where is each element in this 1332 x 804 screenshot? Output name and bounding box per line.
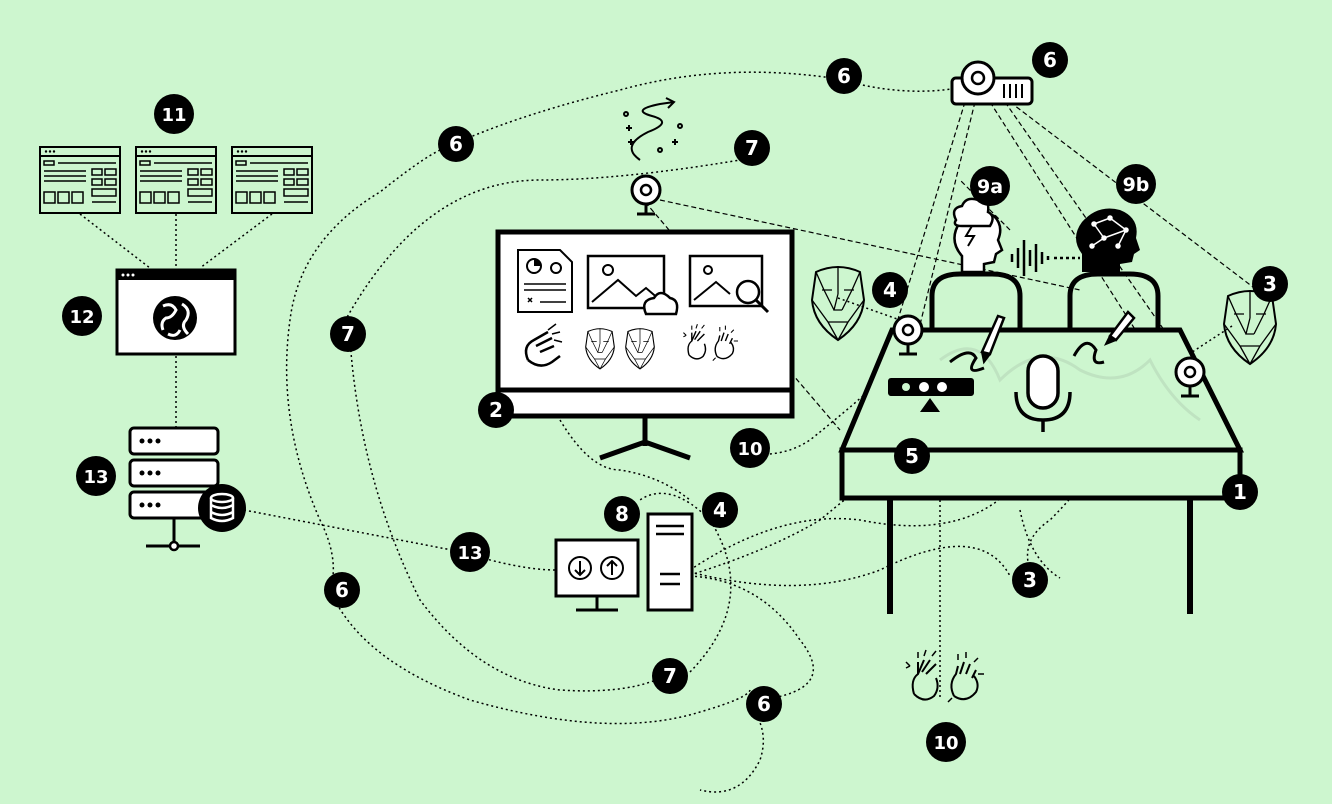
pen-icon <box>980 314 1006 365</box>
badge-4-label: 4 <box>883 278 897 302</box>
badge-6-left: 6 <box>324 572 360 608</box>
badge-11: 11 <box>154 94 194 134</box>
badge-8: 8 <box>604 496 640 532</box>
depth-sensor-icon <box>888 378 974 412</box>
badge-12: 12 <box>62 296 102 336</box>
image-search-icon <box>688 254 770 314</box>
sign-language-icon <box>524 323 563 367</box>
badge-3-label: 3 <box>1023 568 1037 592</box>
browser-globe-icon <box>115 268 237 356</box>
badge-6-projector: 6 <box>1032 42 1068 78</box>
badge-2-label: 2 <box>489 398 503 422</box>
badge-6-label: 6 <box>335 578 349 602</box>
badge-11-label: 11 <box>161 105 186 126</box>
trajectory-icon <box>623 97 683 161</box>
badge-10-mid: 10 <box>730 428 770 468</box>
badge-7-top: 7 <box>734 130 770 166</box>
badge-6-top-mid: 6 <box>826 58 862 94</box>
badge-13-server: 13 <box>76 456 116 496</box>
badge-3-label: 3 <box>1263 272 1277 296</box>
badge-6-label: 6 <box>1043 48 1057 72</box>
badge-1: 1 <box>1222 474 1258 510</box>
computer-download-upload-icon <box>554 538 640 612</box>
badge-7-left: 7 <box>330 316 366 352</box>
badge-3-right: 3 <box>1252 266 1288 302</box>
badge-5-label: 5 <box>905 444 919 468</box>
badge-13-label: 13 <box>83 467 108 488</box>
badge-7-bottom: 7 <box>652 658 688 694</box>
badge-3-bottom: 3 <box>1012 562 1048 598</box>
badge-6-label: 6 <box>837 64 851 88</box>
monitor-icon <box>495 229 795 461</box>
badge-10-label: 10 <box>933 733 958 754</box>
badge-4-label: 4 <box>713 498 727 522</box>
head-brain-icon <box>1076 208 1140 272</box>
server-database-icon <box>128 426 246 552</box>
badge-8-label: 8 <box>615 502 629 526</box>
document-chart-icon <box>517 249 573 313</box>
badge-9b: 9b <box>1116 164 1156 204</box>
badge-9a: 9a <box>970 166 1010 206</box>
image-cloud-icon <box>586 254 679 316</box>
badge-10-bottom: 10 <box>926 722 966 762</box>
badge-13-label: 13 <box>457 543 482 564</box>
badge-4-pc: 4 <box>702 492 738 528</box>
badge-9b-label: 9b <box>1123 174 1150 196</box>
pc-tower-icon <box>646 512 694 612</box>
badge-6-bottom: 6 <box>746 686 782 722</box>
microphone-icon <box>1014 354 1072 432</box>
badge-13-link: 13 <box>450 532 490 572</box>
badge-6-label: 6 <box>757 692 771 716</box>
badge-5: 5 <box>894 438 930 474</box>
badge-2: 2 <box>478 392 514 428</box>
badge-10-label: 10 <box>737 439 762 460</box>
badge-7-label: 7 <box>745 136 759 160</box>
badge-7-label: 7 <box>663 664 677 688</box>
sound-wave <box>1010 240 1080 276</box>
badge-9a-label: 9a <box>977 176 1003 198</box>
badge-7-label: 7 <box>341 322 355 346</box>
chair-backs <box>929 271 1161 330</box>
projector-icon <box>950 60 1034 106</box>
badge-4-table: 4 <box>872 272 908 308</box>
badge-12-label: 12 <box>69 307 94 328</box>
pen-icon <box>1103 310 1136 346</box>
badge-6-top-left: 6 <box>438 126 474 162</box>
badge-1-label: 1 <box>1233 480 1247 504</box>
badge-6-label: 6 <box>449 132 463 156</box>
